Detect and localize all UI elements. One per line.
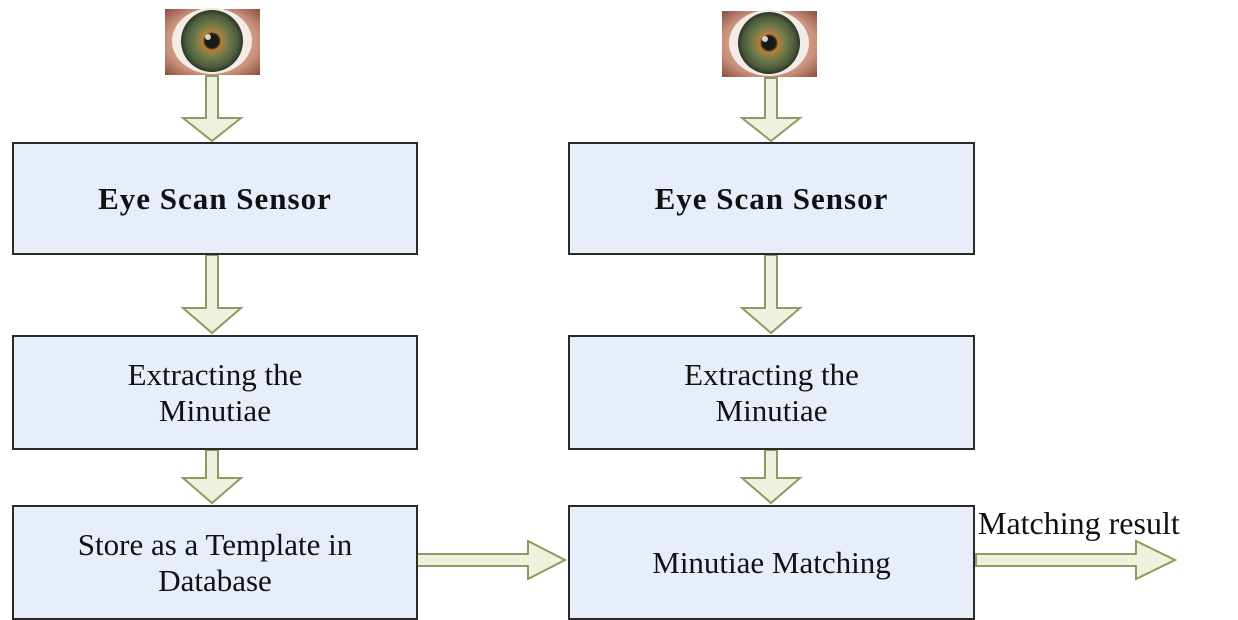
enroll-sensor-label: Eye Scan Sensor	[98, 180, 332, 216]
right-eye-image	[722, 10, 817, 77]
verify-extract-box: Extracting the Minutiae	[568, 335, 975, 450]
arrow-store-to-match	[416, 539, 568, 581]
enroll-store-box: Store as a Template in Database	[12, 505, 418, 620]
enroll-store-label: Store as a Template in Database	[77, 526, 353, 598]
verify-match-label: Minutiae Matching	[652, 544, 891, 580]
enroll-extract-box: Extracting the Minutiae	[12, 335, 418, 450]
arrow-sensor-to-extract-left	[180, 254, 244, 335]
matching-result-label: Matching result	[978, 505, 1180, 541]
arrow-extract-to-match-right	[739, 449, 803, 505]
verify-sensor-label: Eye Scan Sensor	[654, 180, 889, 216]
arrow-match-to-result	[975, 539, 1178, 581]
enroll-extract-label: Extracting the Minutiae	[127, 356, 303, 428]
arrow-extract-to-store-left	[180, 449, 244, 505]
enroll-sensor-box: Eye Scan Sensor	[12, 142, 418, 255]
arrow-sensor-to-extract-right	[739, 254, 803, 335]
verify-sensor-box: Eye Scan Sensor	[568, 142, 975, 255]
verify-match-box: Minutiae Matching	[568, 505, 975, 620]
left-eye-image	[165, 8, 260, 75]
verify-extract-label: Extracting the Minutiae	[684, 356, 859, 428]
arrow-eye-to-sensor-left	[180, 75, 244, 143]
arrow-eye-to-sensor-right	[739, 77, 803, 143]
